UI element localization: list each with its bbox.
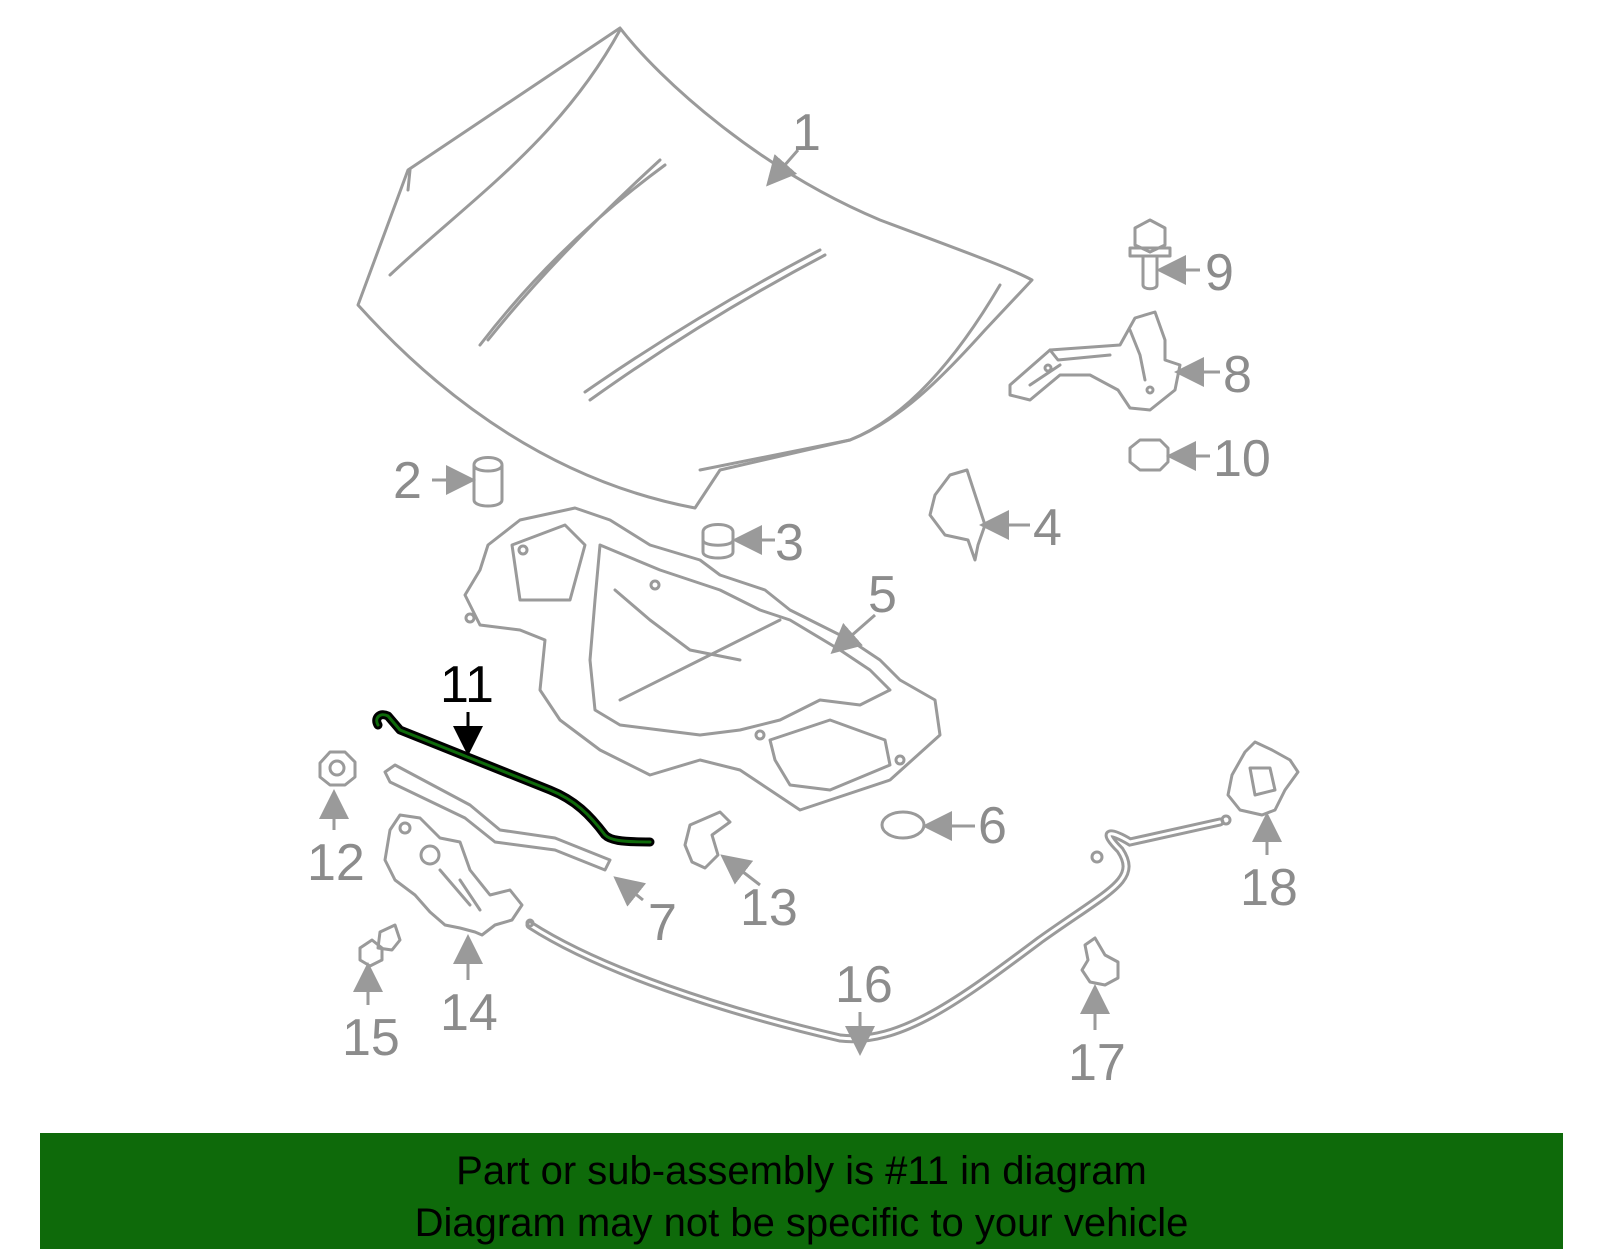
callout-18: 18 xyxy=(1240,859,1298,917)
grommet-part[interactable] xyxy=(701,523,735,560)
bolt-part-9[interactable] xyxy=(1128,218,1172,291)
callout-13: 13 xyxy=(740,879,798,937)
banner-part-note: Part or sub-assembly is #11 in diagram xyxy=(456,1149,1147,1193)
clip-part-17[interactable] xyxy=(1080,936,1120,987)
callout-8: 8 xyxy=(1223,346,1252,404)
banner-disclaimer: Diagram may not be specific to your vehi… xyxy=(414,1201,1189,1245)
callout-6: 6 xyxy=(978,797,1007,855)
hood-hinge-part[interactable] xyxy=(1008,310,1182,412)
bolt-part-15[interactable] xyxy=(358,923,402,968)
callout-9: 9 xyxy=(1205,244,1234,302)
callout-4: 4 xyxy=(1033,499,1062,557)
hood-insulator-part[interactable] xyxy=(463,506,942,812)
callout-15: 15 xyxy=(342,1009,400,1067)
info-banner: Part or sub-assembly is #11 in diagram D… xyxy=(40,1133,1563,1249)
hood-support-part[interactable] xyxy=(383,763,612,872)
nut-part-10[interactable] xyxy=(1128,438,1170,472)
callout-12: 12 xyxy=(307,834,365,892)
callout-7: 7 xyxy=(648,894,677,952)
hood-part[interactable] xyxy=(356,26,1034,510)
release-handle-part[interactable] xyxy=(1226,740,1300,817)
callout-3: 3 xyxy=(775,514,804,572)
release-cable-part[interactable] xyxy=(525,814,1232,1044)
bumper-stop-part[interactable] xyxy=(472,456,504,508)
seal-ring-part[interactable] xyxy=(880,810,926,840)
prop-rod-part-11[interactable] xyxy=(372,710,655,847)
leader-lines xyxy=(319,149,1282,1056)
callout-numbers: 1 2 3 4 5 6 7 8 9 10 11 12 13 14 15 16 1… xyxy=(307,104,1298,1092)
callout-11: 11 xyxy=(440,656,494,714)
callout-14: 14 xyxy=(440,984,498,1042)
hood-latch-part[interactable] xyxy=(383,813,524,937)
clip-part-4[interactable] xyxy=(928,468,987,562)
parts-diagram: 1 2 3 4 5 6 7 8 9 10 11 12 13 14 15 16 1… xyxy=(307,26,1300,1092)
callout-1: 1 xyxy=(792,104,821,162)
callout-10: 10 xyxy=(1213,430,1271,488)
callout-17: 17 xyxy=(1068,1034,1126,1092)
callout-2: 2 xyxy=(393,452,422,510)
callout-16: 16 xyxy=(835,956,893,1014)
nut-part-12[interactable] xyxy=(318,750,357,787)
callout-5: 5 xyxy=(868,566,897,624)
clip-part-13[interactable] xyxy=(683,810,732,870)
